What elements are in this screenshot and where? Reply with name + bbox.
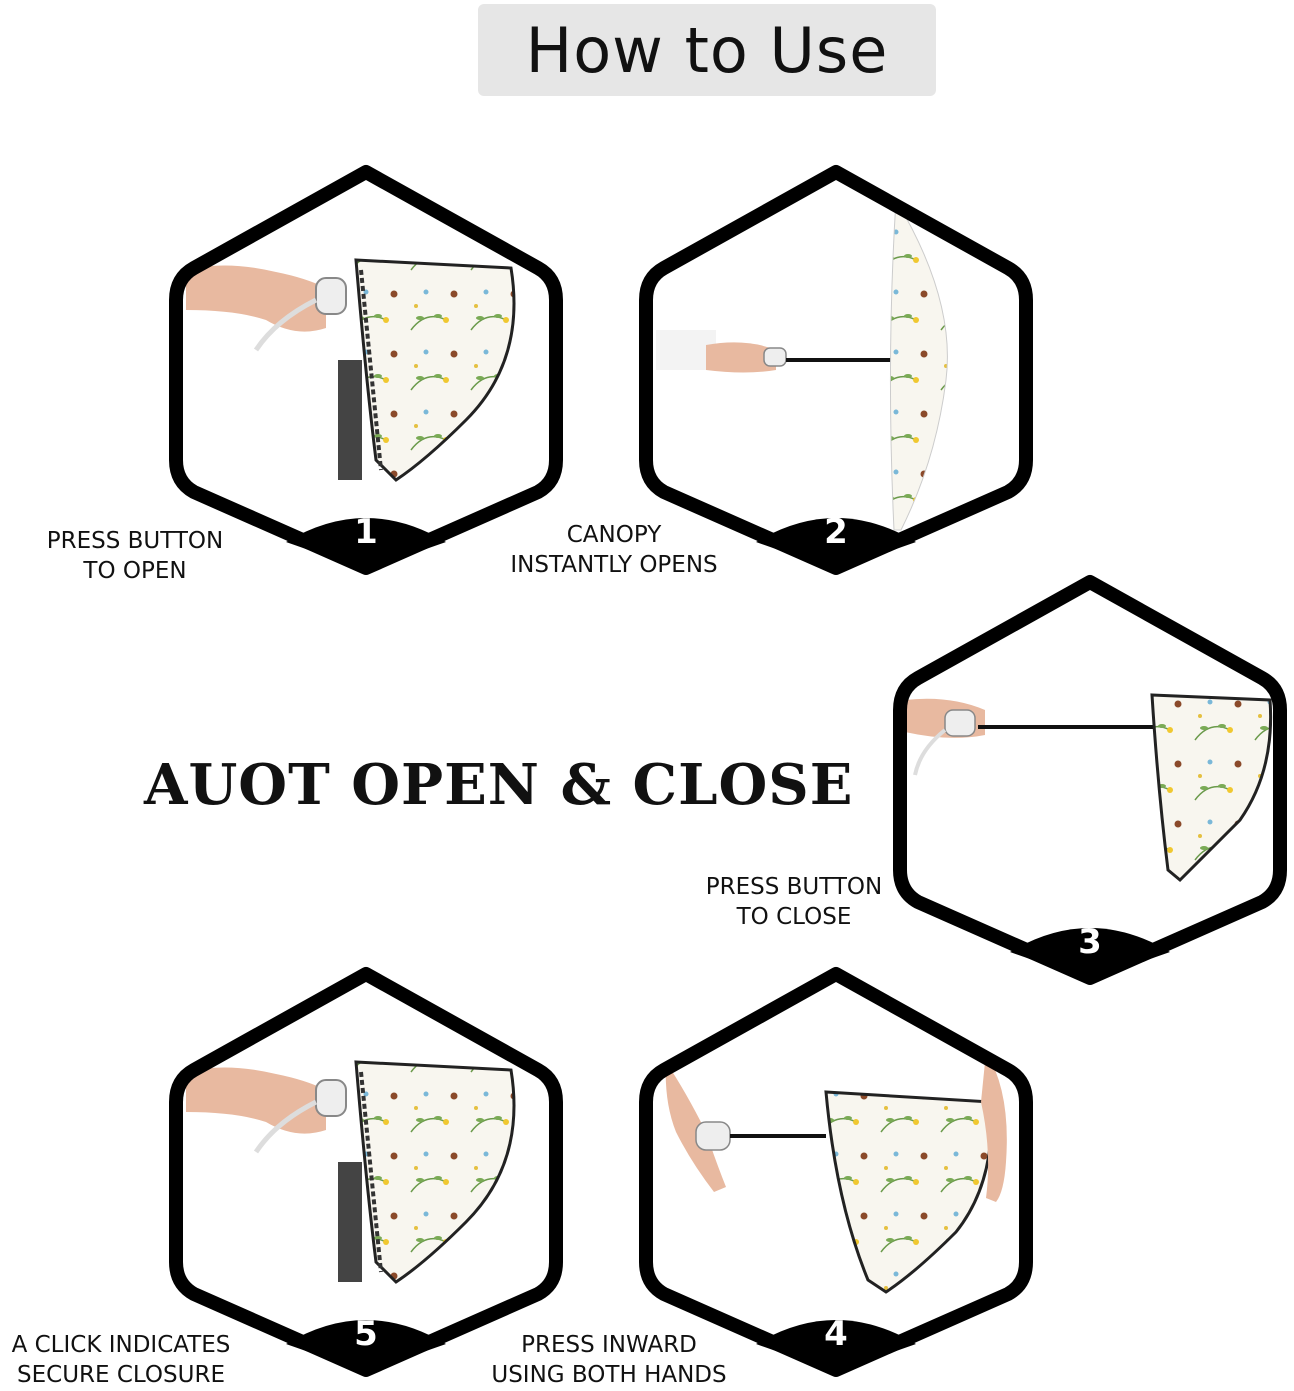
umbrella-closing-icon xyxy=(893,575,1287,985)
caption-line: USING BOTH HANDS xyxy=(491,1362,727,1388)
caption-line: TO OPEN xyxy=(83,558,187,584)
step-5-card: 5 xyxy=(166,962,566,1382)
caption-line: PRESS BUTTON xyxy=(705,874,883,900)
step-3-caption: PRESS BUTTON TO CLOSE xyxy=(696,872,892,932)
step-2-card: 2 xyxy=(636,160,1036,580)
headline: AUOT OPEN & CLOSE xyxy=(144,752,854,818)
step-4-card: 4 xyxy=(636,962,1036,1382)
title-banner: How to Use xyxy=(478,4,936,96)
step-number: 4 xyxy=(824,1314,848,1354)
step-number: 3 xyxy=(1078,922,1102,962)
step-number: 5 xyxy=(354,1314,378,1354)
step-number: 1 xyxy=(354,512,378,552)
caption-line: CANOPY xyxy=(566,522,662,548)
caption-line: TO CLOSE xyxy=(736,904,852,930)
umbrella-opened-icon xyxy=(639,165,1033,575)
step-5-caption: A CLICK INDICATES SECURE CLOSURE xyxy=(2,1330,240,1390)
step-3-card: 3 xyxy=(890,570,1290,990)
step-number: 2 xyxy=(824,512,848,552)
caption-line: A CLICK INDICATES xyxy=(11,1332,231,1358)
caption-line: PRESS INWARD xyxy=(521,1332,697,1358)
caption-line: SECURE CLOSURE xyxy=(17,1362,225,1388)
umbrella-both-hands-icon xyxy=(639,967,1033,1377)
caption-line: INSTANTLY OPENS xyxy=(510,552,718,578)
step-2-caption: CANOPY INSTANTLY OPENS xyxy=(496,520,732,580)
step-1-caption: PRESS BUTTON TO OPEN xyxy=(40,526,230,586)
caption-line: PRESS BUTTON xyxy=(46,528,224,554)
page-title: How to Use xyxy=(525,13,889,87)
umbrella-secured-icon xyxy=(169,967,563,1377)
step-4-caption: PRESS INWARD USING BOTH HANDS xyxy=(478,1330,740,1390)
umbrella-folded-hand-icon xyxy=(169,165,563,575)
step-1-card: 1 xyxy=(166,160,566,580)
